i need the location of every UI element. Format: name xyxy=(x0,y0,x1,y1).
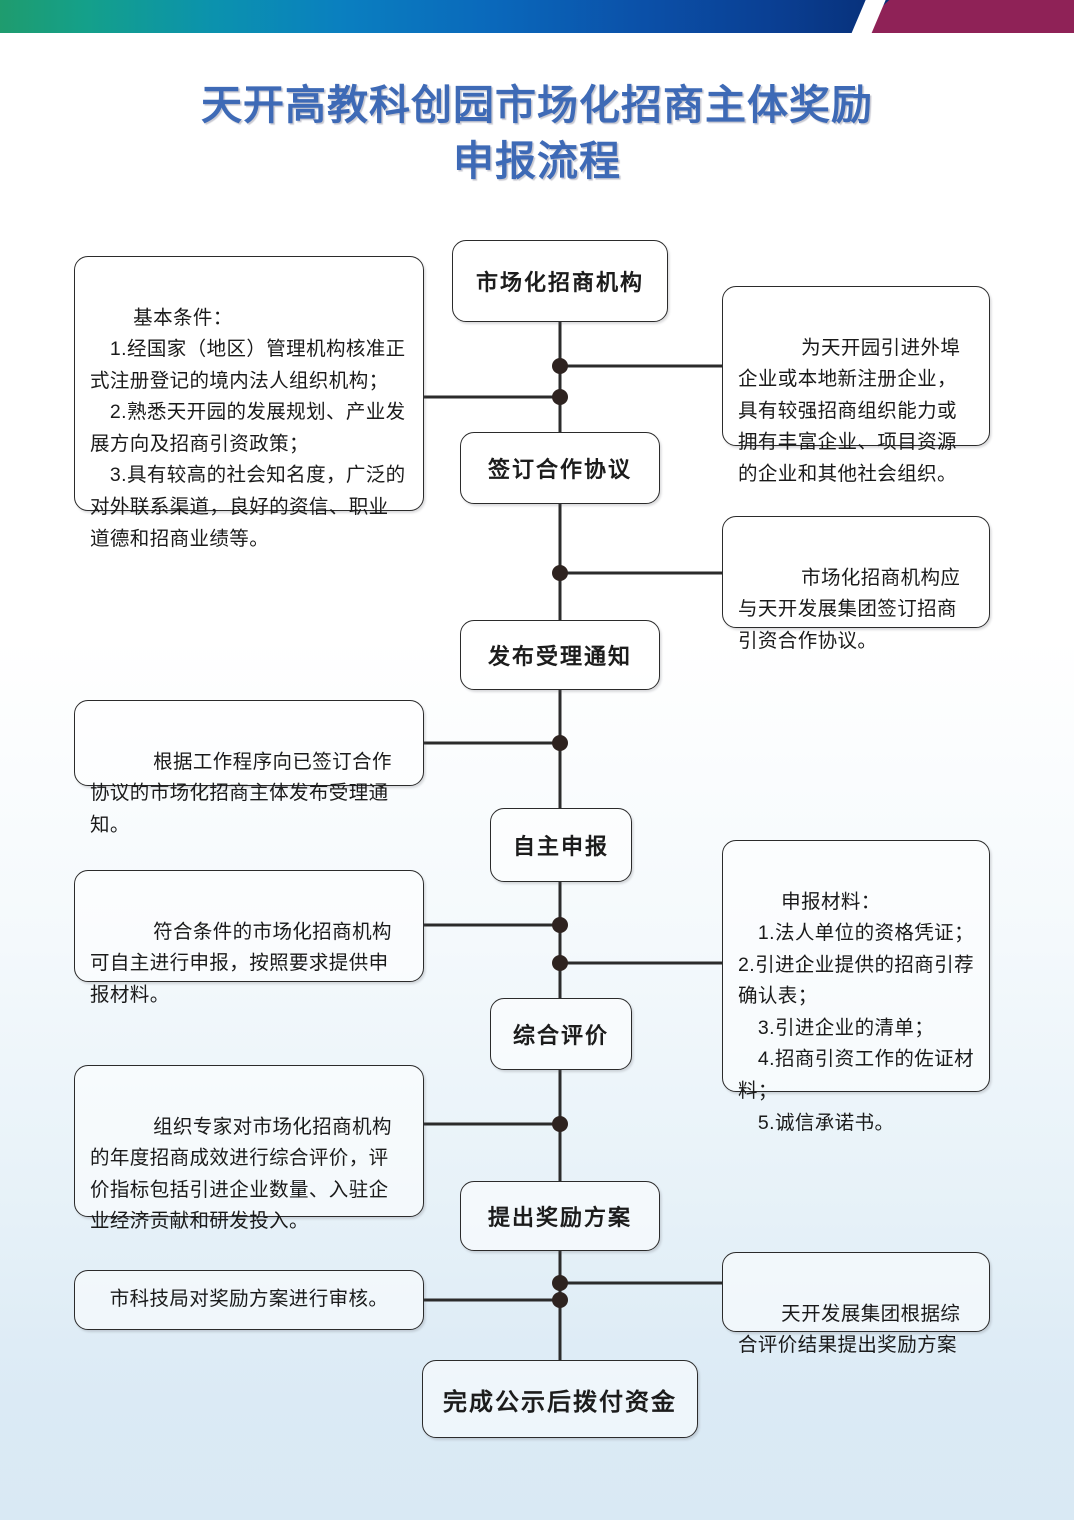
annotation-agency-definition: 为天开园引进外埠企业或本地新注册企业，具有较强招商组织能力或拥有丰富企业、项目资… xyxy=(722,286,990,485)
page-title: 天开高教科创园市场化招商主体奖励 申报流程 xyxy=(0,78,1074,190)
annotation-text: 组织专家对市场化招商机构的年度招商成效进行综合评价，评价指标包括引进企业数量、入… xyxy=(90,1115,392,1233)
flow-node-label: 完成公示后拨付资金 xyxy=(443,1388,677,1416)
banner-magenta-accent xyxy=(854,0,1074,33)
flow-node-label: 提出奖励方案 xyxy=(487,1205,632,1230)
annotation-basic-conditions: 基本条件： 1.经国家（地区）管理机构核准正式注册登记的境内法人组织机构； 2.… xyxy=(74,256,424,550)
flow-node-comprehensive-evaluation[interactable]: 综合评价 xyxy=(490,998,632,1070)
annotation-text: 根据工作程序向已签订合作协议的市场化招商主体发布受理通知。 xyxy=(90,750,392,836)
annotation-self-declaration-detail: 符合条件的市场化招商机构可自主进行申报，按照要求提供申报材料。 xyxy=(74,870,424,1006)
flow-node-label: 签订合作协议 xyxy=(487,457,632,482)
flow-node-self-declaration[interactable]: 自主申报 xyxy=(490,808,632,882)
annotation-text: 为天开园引进外埠企业或本地新注册企业，具有较强招商组织能力或拥有丰富企业、项目资… xyxy=(738,336,961,485)
flow-node-label: 发布受理通知 xyxy=(487,644,632,669)
annotation-publish-notice-detail: 根据工作程序向已签订合作协议的市场化招商主体发布受理通知。 xyxy=(74,700,424,836)
annotation-declaration-materials: 申报材料： 1.法人单位的资格凭证； 2.引进企业提供的招商引荐确认表； 3.引… xyxy=(722,840,990,1134)
flow-node-label: 市场化招商机构 xyxy=(475,270,644,295)
annotation-evaluation-detail: 组织专家对市场化招商机构的年度招商成效进行综合评价，评价指标包括引进企业数量、入… xyxy=(74,1065,424,1232)
page-title-line-2: 申报流程 xyxy=(453,137,621,184)
flow-node-market-agency[interactable]: 市场化招商机构 xyxy=(452,240,668,322)
flow-node-label: 综合评价 xyxy=(512,1023,609,1048)
annotation-text: 申报材料： 1.法人单位的资格凭证； 2.引进企业提供的招商引荐确认表； 3.引… xyxy=(738,890,974,1134)
annotation-award-plan-basis: 天开发展集团根据综合评价结果提出奖励方案 xyxy=(722,1252,990,1356)
annotation-sti-bureau-review: 市科技局对奖励方案进行审核。 xyxy=(74,1270,424,1330)
annotation-text: 天开发展集团根据综合评价结果提出奖励方案 xyxy=(738,1302,961,1357)
top-banner xyxy=(0,0,1074,33)
annotation-agreement-detail: 市场化招商机构应与天开发展集团签订招商引资合作协议。 xyxy=(722,516,990,652)
page-title-line-1: 天开高教科创园市场化招商主体奖励 xyxy=(201,82,873,128)
flow-node-disburse-funds[interactable]: 完成公示后拨付资金 xyxy=(422,1360,698,1438)
flow-node-propose-award-plan[interactable]: 提出奖励方案 xyxy=(460,1181,660,1251)
annotation-text: 市科技局对奖励方案进行审核。 xyxy=(109,1288,389,1311)
flow-node-label: 自主申报 xyxy=(512,834,609,859)
flow-node-sign-agreement[interactable]: 签订合作协议 xyxy=(460,432,660,504)
flow-node-publish-notice[interactable]: 发布受理通知 xyxy=(460,620,660,690)
annotation-text: 符合条件的市场化招商机构可自主进行申报，按照要求提供申报材料。 xyxy=(90,920,392,1006)
annotation-text: 市场化招商机构应与天开发展集团签订招商引资合作协议。 xyxy=(738,566,961,652)
annotation-text: 基本条件： 1.经国家（地区）管理机构核准正式注册登记的境内法人组织机构； 2.… xyxy=(90,306,406,550)
